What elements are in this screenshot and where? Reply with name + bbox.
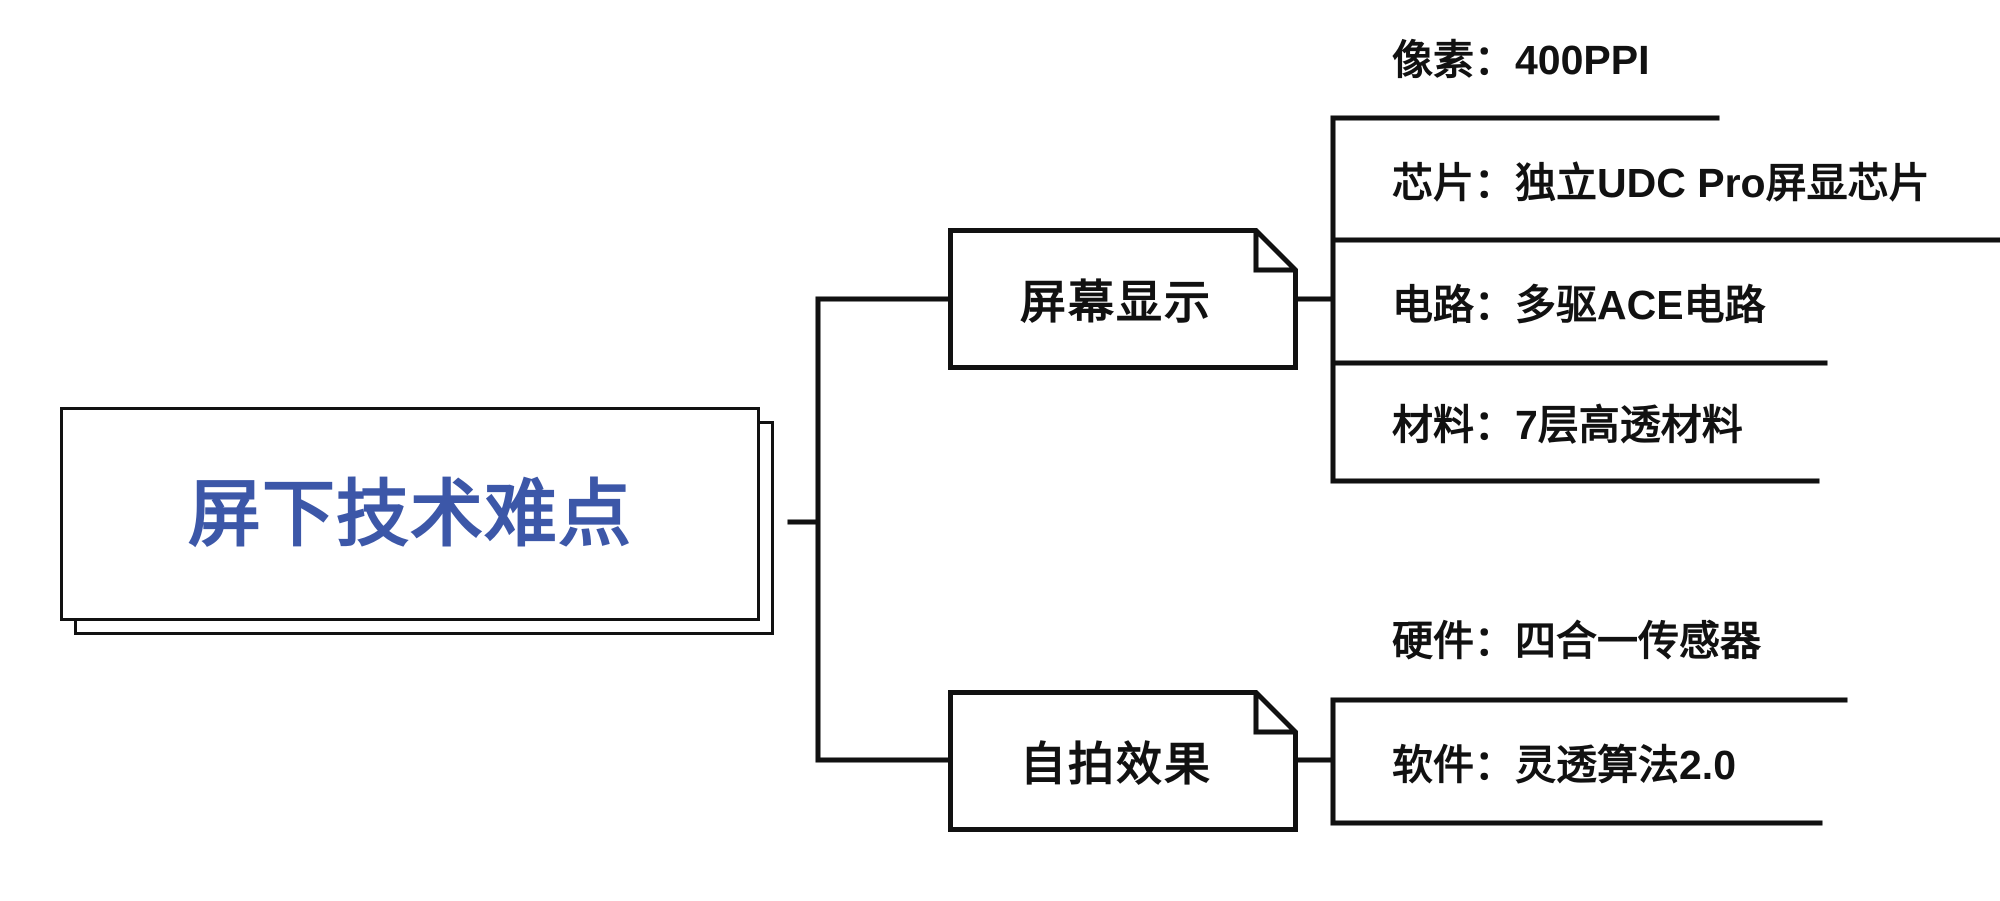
leaf-item-software[interactable]: 软件：灵透算法2.0 [1392,745,1736,786]
leaf-label-chip: 芯片：独立UDC Pro屏显芯片 [1392,160,1930,206]
branch-outline [948,690,1298,832]
root-node[interactable]: 屏下技术难点 [60,407,775,637]
root-node-label: 屏下技术难点 [188,473,632,555]
branch-outline [948,228,1298,370]
leaf-label-circuit: 电路：多驱ACE电路 [1392,282,1766,328]
root-node-box[interactable]: 屏下技术难点 [60,407,760,621]
branch-node-selfie-effect[interactable]: 自拍效果 [948,690,1298,832]
leaf-label-hardware: 硬件：四合一传感器 [1392,618,1761,664]
folded-corner-shape [948,228,1298,370]
leaf-label-material: 材料：7层高透材料 [1392,402,1743,448]
leaf-item-material[interactable]: 材料：7层高透材料 [1392,405,1743,446]
leaf-label-pixel: 像素：400PPI [1392,37,1650,83]
leaf-item-chip[interactable]: 芯片：独立UDC Pro屏显芯片 [1392,163,1930,204]
dog-ear-fold-icon [1253,692,1296,735]
leaf-item-pixel[interactable]: 像素：400PPI [1392,40,1650,81]
branch-node-label-screen-display: 屏幕显示 [1020,276,1212,328]
branch-node-screen-display[interactable]: 屏幕显示 [948,228,1298,370]
dog-ear-fold-icon [1253,230,1296,273]
leaf-item-hardware[interactable]: 硬件：四合一传感器 [1392,621,1761,662]
branch-node-label-selfie-effect: 自拍效果 [1020,738,1212,790]
folded-corner-shape [948,690,1298,832]
leaf-label-software: 软件：灵透算法2.0 [1392,742,1736,788]
leaf-item-circuit[interactable]: 电路：多驱ACE电路 [1392,285,1766,326]
